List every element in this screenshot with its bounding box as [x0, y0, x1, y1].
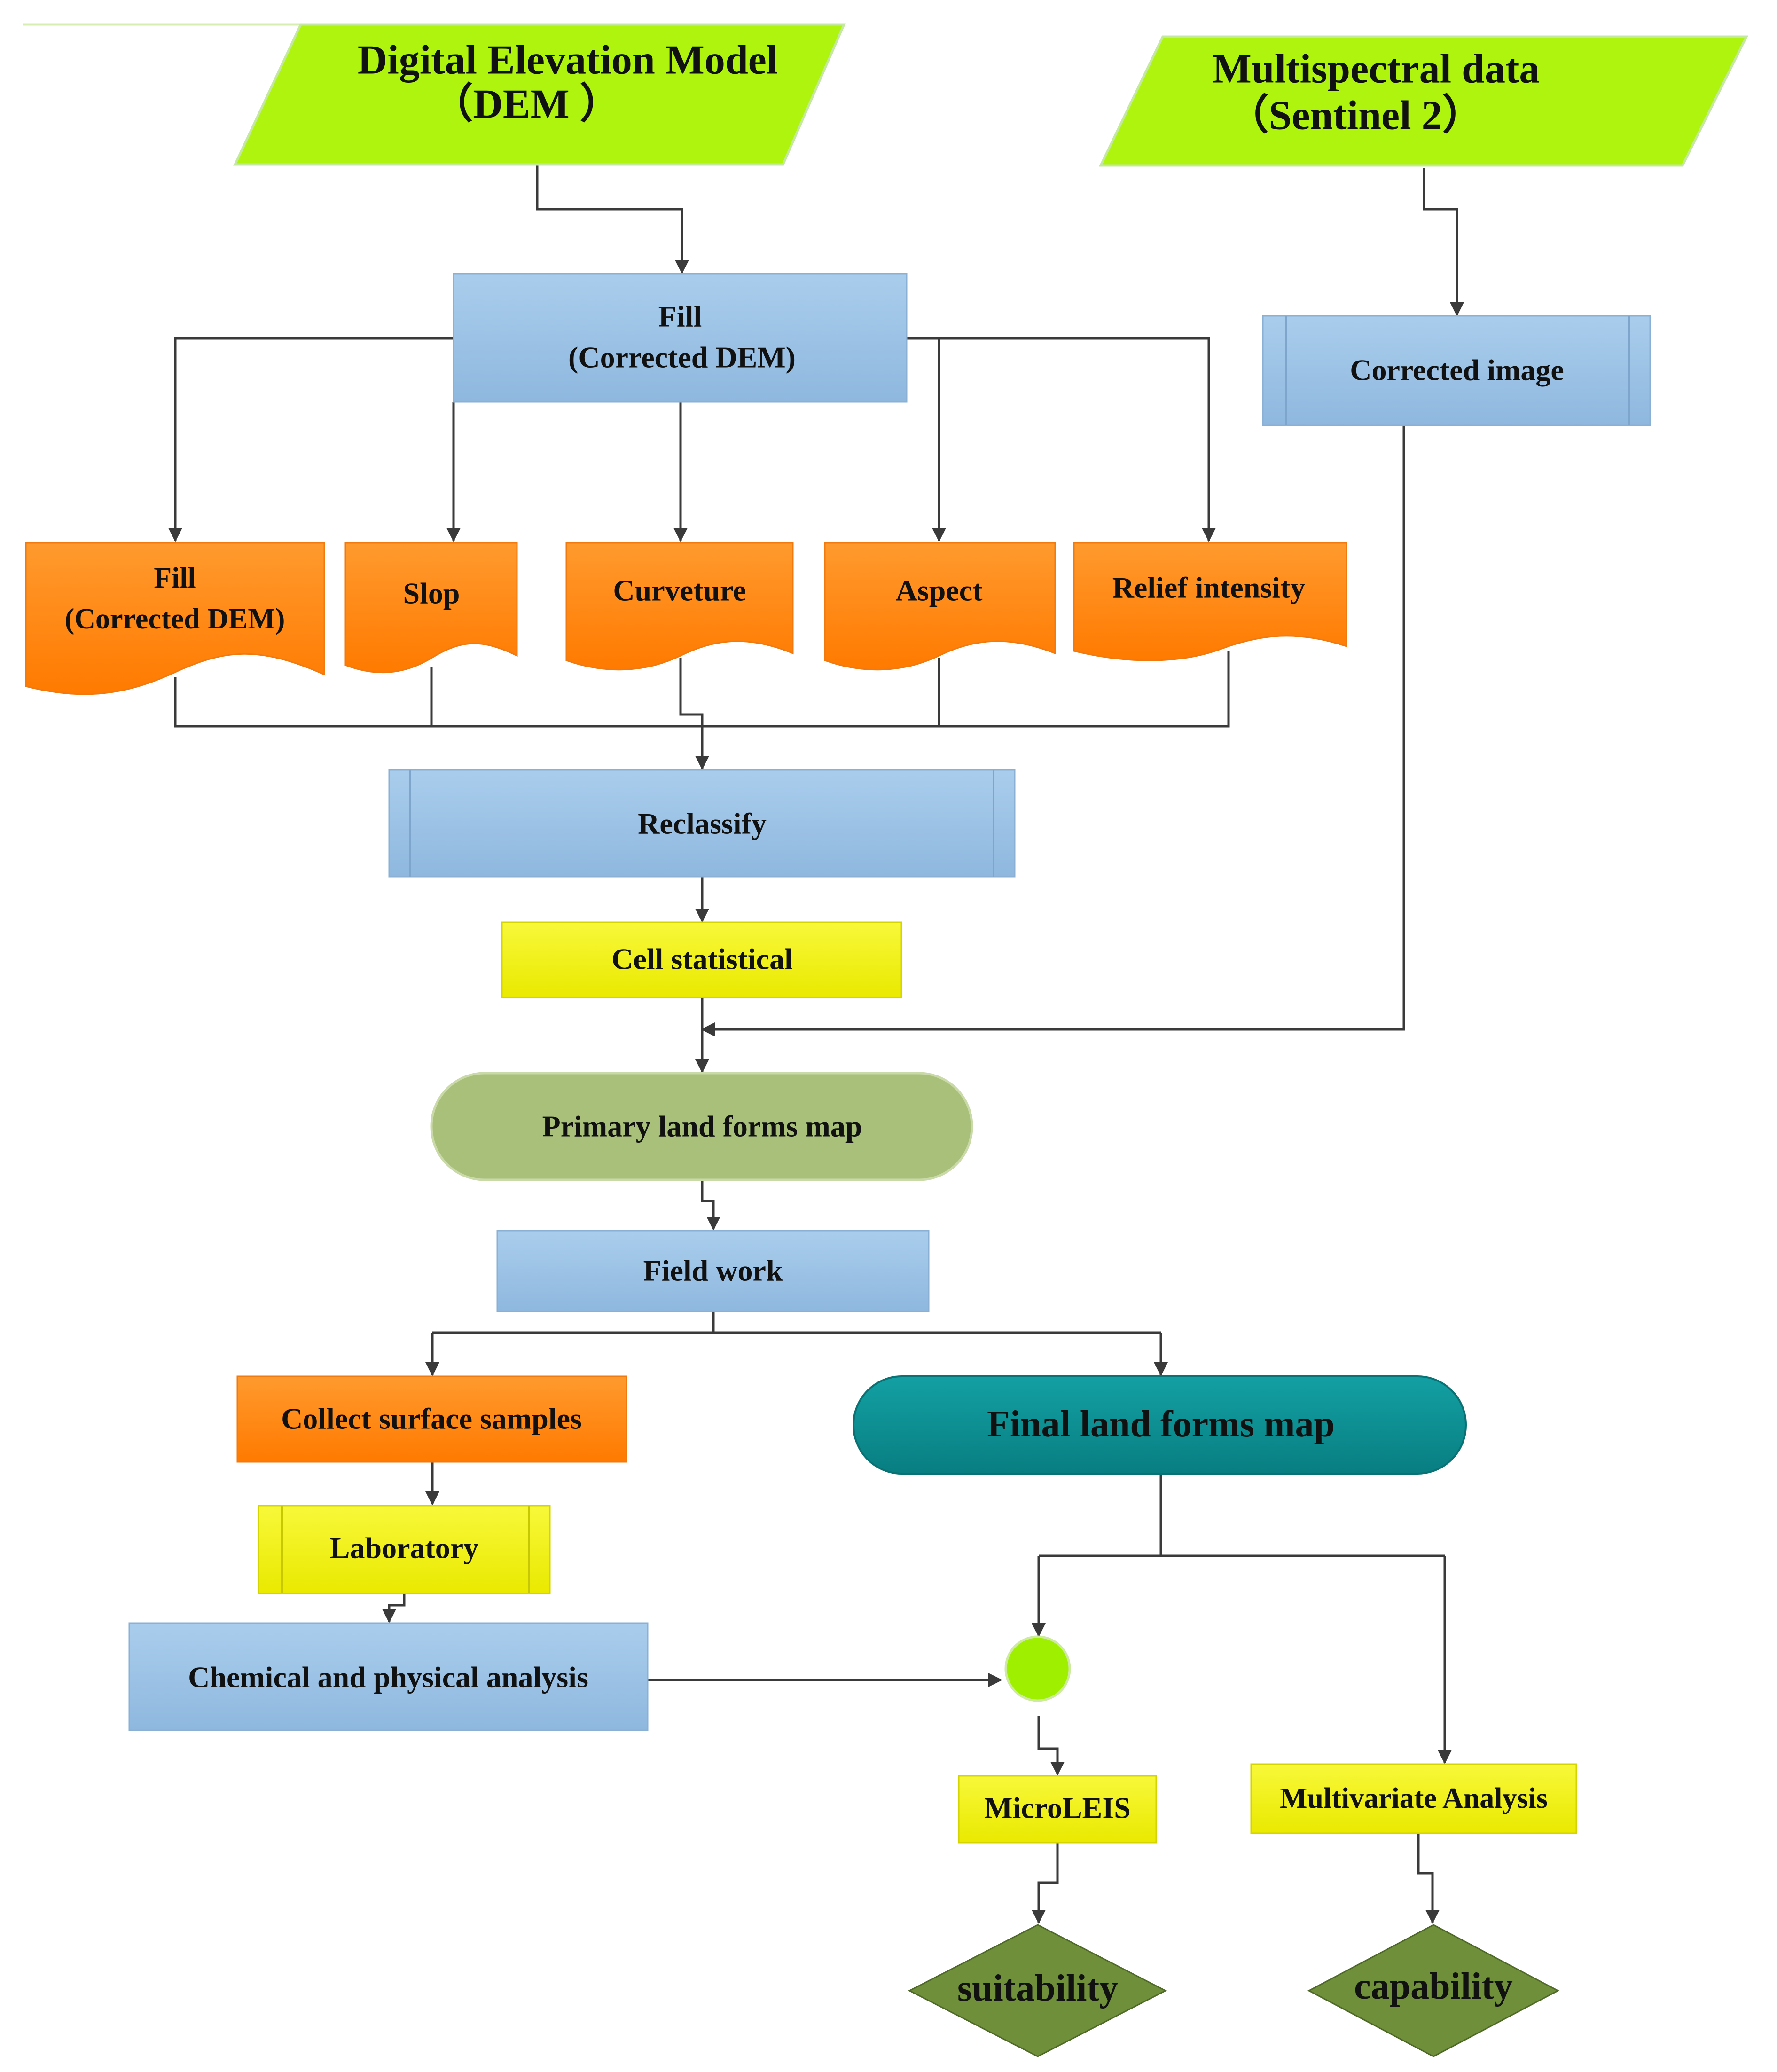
derivative-aspect-doc-shape	[824, 542, 1056, 671]
dem-input-shape	[233, 23, 846, 166]
multivariate-label: Multivariate Analysis	[1280, 1782, 1548, 1814]
microleis-step: MicroLEIS	[958, 1775, 1157, 1844]
microleis-box	[958, 1775, 1157, 1844]
connector-lab-to-chemical	[382, 1593, 406, 1623]
merge-junction	[1004, 1635, 1071, 1702]
connector-fieldwork-split	[432, 1311, 1161, 1334]
field-work-process: Field work	[496, 1230, 930, 1312]
connector-fill-to-fill-doc	[168, 337, 454, 542]
derivative-fill-sublabel: (Corrected DEM)	[65, 603, 285, 635]
derivative-aspect-doc: Aspect	[824, 542, 1056, 671]
connector-ms-to-corrected-image	[1423, 168, 1464, 316]
collect-samples-label: Collect surface samples	[281, 1402, 582, 1436]
connector-fill-to-relief	[939, 337, 1216, 542]
derivative-slope-doc: Slop	[344, 542, 518, 674]
cell-statistical-box	[501, 921, 902, 998]
final-map-label: Final land forms map	[987, 1404, 1335, 1445]
derivative-relief-doc: Relief intensity	[1073, 542, 1347, 661]
derivative-fill-doc: Fill (Corrected DEM)	[25, 542, 325, 695]
derivative-curvature-doc: Curveture	[565, 542, 794, 671]
suitability-diamond	[908, 1924, 1167, 2057]
derivative-fill-label: Fill	[154, 562, 196, 594]
capability-diamond	[1307, 1924, 1560, 2057]
multivariate-step: Multivariate Analysis	[1250, 1763, 1577, 1834]
dem-input-subtitle: （DEM ）	[431, 82, 621, 127]
laboratory-step: Laboratory	[258, 1505, 551, 1594]
connector-dem-to-fill	[536, 165, 689, 274]
dem-input-title: Digital Elevation Model	[358, 38, 778, 83]
laboratory-label: Laboratory	[330, 1531, 478, 1565]
connector-final-to-split	[1039, 1474, 1445, 1557]
reclassify-process: Reclassify	[388, 769, 1016, 878]
reclassify-label: Reclassify	[638, 807, 767, 840]
connector-fill-to-aspect	[907, 337, 946, 542]
primary-map-label: Primary land forms map	[542, 1110, 862, 1143]
suitability-outcome: suitability	[908, 1924, 1167, 2057]
multispectral-input-title: Multispectral data	[1213, 47, 1540, 92]
derivative-slope-doc-shape	[344, 542, 518, 674]
chemical-physical-process: Chemical and physical analysis	[128, 1622, 649, 1731]
collect-samples-box	[236, 1375, 627, 1463]
chemical-physical-box	[128, 1622, 649, 1731]
final-map-shape	[853, 1375, 1467, 1475]
primary-map-shape	[430, 1072, 973, 1181]
suitability-label: suitability	[957, 1968, 1118, 2009]
multispectral-input: Multispectral data （Sentinel 2）	[1099, 35, 1749, 167]
connector-multivariate-to-capability	[1417, 1833, 1440, 1924]
corrected-image-process: Corrected image	[1262, 315, 1651, 426]
corrected-image-box	[1262, 315, 1651, 426]
cell-statistical-label: Cell statistical	[611, 942, 793, 976]
multivariate-box	[1250, 1763, 1577, 1834]
corrected-image-label: Corrected image	[1350, 353, 1564, 387]
final-map: Final land forms map	[853, 1375, 1467, 1475]
cell-statistical-step: Cell statistical	[501, 921, 902, 998]
connector-corrected-image-to-primary	[701, 425, 1405, 1036]
multispectral-input-shape	[1099, 35, 1749, 167]
multispectral-input-subtitle: （Sentinel 2）	[1227, 93, 1483, 139]
connector-junction-to-microleis	[1037, 1716, 1065, 1776]
collect-samples-step: Collect surface samples	[236, 1375, 627, 1463]
primary-map: Primary land forms map	[430, 1072, 973, 1181]
laboratory-box	[258, 1505, 551, 1594]
capability-label: capability	[1354, 1966, 1513, 2007]
derivative-curvature-doc-shape	[565, 542, 794, 671]
derivative-aspect-label: Aspect	[896, 574, 983, 607]
derivative-slope-label: Slop	[403, 577, 460, 610]
microleis-label: MicroLEIS	[984, 1791, 1131, 1825]
derivative-curvature-label: Curveture	[613, 574, 746, 607]
dem-input: Digital Elevation Model （DEM ）	[233, 23, 846, 166]
field-work-label: Field work	[643, 1254, 783, 1287]
fill-process-sublabel: (Corrected DEM)	[568, 341, 796, 374]
capability-outcome: capability	[1307, 1924, 1560, 2057]
fill-process-label: Fill	[658, 300, 702, 333]
connectors	[168, 165, 1464, 1924]
derivative-relief-label: Relief intensity	[1112, 571, 1306, 604]
fill-process: Fill (Corrected DEM)	[453, 273, 908, 403]
derivative-fill-doc-shape	[25, 542, 325, 695]
reclassify-box	[388, 769, 1016, 878]
connector-primary-to-fieldwork	[701, 1180, 720, 1231]
fill-process-box	[453, 273, 908, 403]
chemical-physical-label: Chemical and physical analysis	[188, 1661, 588, 1694]
derivative-relief-doc-shape	[1073, 542, 1347, 661]
connector-curvature-to-bus	[679, 658, 704, 726]
field-work-box	[496, 1230, 930, 1312]
connector-microleis-to-suitability	[1032, 1843, 1059, 1924]
